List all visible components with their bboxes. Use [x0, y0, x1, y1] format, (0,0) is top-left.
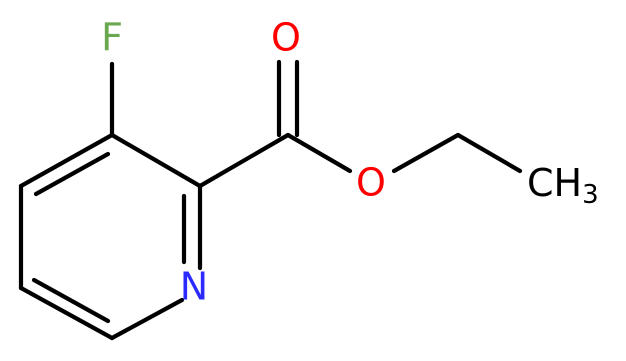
ester-oxygen-label: O	[356, 161, 386, 205]
fluorine-label: F	[101, 16, 123, 60]
bond-carbonyl-ester-o	[285, 132, 353, 174]
bond-c4-c3-inner	[33, 151, 111, 197]
bond-c4-c3	[18, 132, 115, 189]
methyl-subscript: 3	[582, 180, 599, 210]
ring-nitrogen-label: N	[180, 265, 208, 309]
bond-n1-c6	[109, 297, 185, 341]
methyl-label: CH3	[527, 161, 599, 210]
bond-c6-c5	[18, 285, 115, 341]
bond-c2-carbonyl	[197, 132, 291, 189]
carbonyl-oxygen-label: O	[271, 16, 301, 60]
methyl-symbol: CH	[527, 161, 582, 205]
bond-c3-c2	[109, 132, 203, 189]
bond-c6-c5-inner	[31, 277, 111, 324]
bond-ester-o-ch2	[391, 132, 461, 174]
bond-ch2-ch3	[455, 132, 523, 174]
